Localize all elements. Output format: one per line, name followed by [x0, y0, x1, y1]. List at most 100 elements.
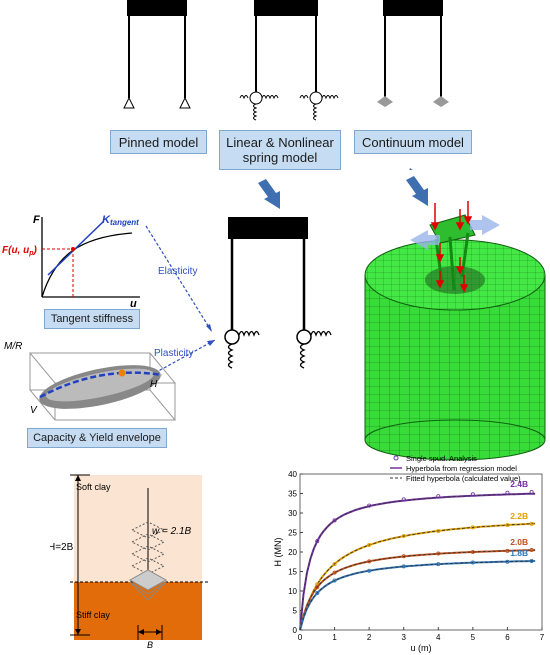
- data-point: [505, 490, 510, 495]
- y-tick-label: 15: [288, 568, 297, 577]
- y-tick-label: 25: [288, 529, 297, 538]
- soil-diagram: Soft clay Stiff clay H=2B w = 2.1B B: [50, 474, 210, 650]
- data-point: [436, 551, 441, 556]
- envelope-mr: M/R: [4, 341, 22, 352]
- series-label: 1.8B: [510, 548, 528, 558]
- data-point: [470, 550, 475, 555]
- x-tick-label: 5: [471, 633, 476, 642]
- x-tick-label: 4: [436, 633, 441, 642]
- data-point: [332, 518, 337, 523]
- spring-model-label: Linear & Nonlinear spring model: [219, 130, 341, 170]
- envelope-caption: Capacity & Yield envelope: [27, 428, 167, 448]
- x-tick-label: 1: [332, 633, 337, 642]
- data-point: [529, 489, 534, 494]
- y-tick-label: 5: [293, 607, 298, 616]
- envelope-plot: M/R H V: [4, 341, 177, 421]
- y-tick-label: 30: [288, 509, 297, 518]
- data-point: [315, 590, 320, 595]
- tangent-u-axis: u: [130, 298, 137, 310]
- arrow-down-right: [409, 168, 413, 170]
- x-tick-label: 7: [540, 633, 545, 642]
- tangent-f-point: F(u, up): [2, 245, 38, 257]
- data-point: [315, 539, 320, 544]
- series-label: 2.0B: [510, 537, 528, 547]
- plasticity-note: Plasticity: [154, 348, 194, 359]
- middle-spring-frame: [224, 217, 332, 369]
- top-models-svg: [123, 0, 449, 170]
- data-point: [315, 585, 320, 590]
- data-point: [470, 525, 475, 530]
- data-point: [332, 562, 337, 567]
- continuum-frame: [377, 0, 449, 107]
- y-tick-label: 10: [288, 587, 297, 596]
- arrow-down-icon: [258, 179, 280, 209]
- stiff-clay-label: Stiff clay: [76, 610, 110, 620]
- data-point: [529, 521, 534, 526]
- data-point: [470, 492, 475, 497]
- pinned-model-label: Pinned model: [110, 130, 207, 154]
- fitted-line-1.8B: [299, 560, 536, 631]
- data-point: [367, 559, 372, 564]
- fitted-line-2.2B: [299, 523, 536, 631]
- data-point: [436, 562, 441, 567]
- y-tick-label: 40: [288, 470, 297, 479]
- plot-area: [299, 473, 543, 631]
- elasticity-note: Elasticity: [158, 266, 198, 277]
- capacity-chart: 0 1 2 3 4 5 6 7 0 5 10 15 20 25 30 35 40 u (m) H (MN) 2.4B 2…: [273, 454, 545, 653]
- data-point: [401, 497, 406, 502]
- legend-item: Fitted hyperbola (calculated value): [406, 474, 521, 483]
- series-label: 2.2B: [510, 511, 528, 521]
- tangent-f-axis: F: [33, 214, 40, 226]
- tangent-stiffness-caption: Tangent stiffness: [44, 309, 140, 329]
- envelope-v: V: [30, 405, 38, 416]
- series-line-2.4B: [299, 492, 536, 631]
- spring-model-line1: Linear & Nonlinear: [226, 135, 334, 150]
- y-axis-label: H (MN): [273, 538, 283, 567]
- data-point: [401, 564, 406, 569]
- data-point: [401, 534, 406, 539]
- tangent-k-label: Ktangent: [102, 214, 139, 227]
- pinned-frame: [123, 0, 191, 109]
- envelope-h: H: [150, 379, 158, 390]
- b-label: B: [147, 640, 153, 650]
- legend-marker-points: [393, 455, 399, 461]
- y-tick-label: 0: [293, 626, 298, 635]
- x-tick-label: 6: [505, 633, 510, 642]
- connector-svg: [141, 225, 216, 381]
- data-point: [367, 568, 372, 573]
- arrow-right-svg: [406, 176, 428, 206]
- w-label: w = 2.1B: [152, 526, 192, 537]
- data-point: [401, 554, 406, 559]
- continuum-mesh: [364, 201, 546, 461]
- arrow-left-svg: [258, 179, 280, 209]
- data-point: [367, 503, 372, 508]
- data-point: [332, 570, 337, 575]
- y-tick-label: 35: [288, 490, 297, 499]
- x-tick-label: 0: [298, 633, 303, 642]
- x-tick-label: 2: [367, 633, 372, 642]
- data-point: [505, 523, 510, 528]
- data-point: [529, 548, 534, 553]
- data-point: [470, 560, 475, 565]
- h-2b-label: H=2B: [50, 542, 74, 553]
- data-point: [505, 548, 510, 553]
- data-point: [332, 578, 337, 583]
- x-tick-label: 3: [401, 633, 406, 642]
- legend-item: Hyperbola from regression model: [406, 464, 517, 473]
- data-point: [436, 528, 441, 533]
- arrow-down-icon: [406, 176, 428, 206]
- spring-frame: [239, 0, 339, 121]
- soft-clay-label: Soft clay: [76, 482, 111, 492]
- continuum-model-label: Continuum model: [354, 130, 472, 154]
- series-label: 2.4B: [510, 479, 528, 489]
- data-point: [505, 559, 510, 564]
- legend-item: Single spud. Analysis: [406, 454, 477, 463]
- tangent-plot: F u Ktangent F(u, up): [2, 214, 140, 310]
- series-line-2.0B: [299, 549, 536, 631]
- y-tick-label: 20: [288, 548, 297, 557]
- data-point: [436, 494, 441, 499]
- data-point: [529, 558, 534, 563]
- spring-model-line2: spring model: [242, 150, 318, 165]
- x-axis-label: u (m): [411, 643, 432, 653]
- data-point: [367, 542, 372, 547]
